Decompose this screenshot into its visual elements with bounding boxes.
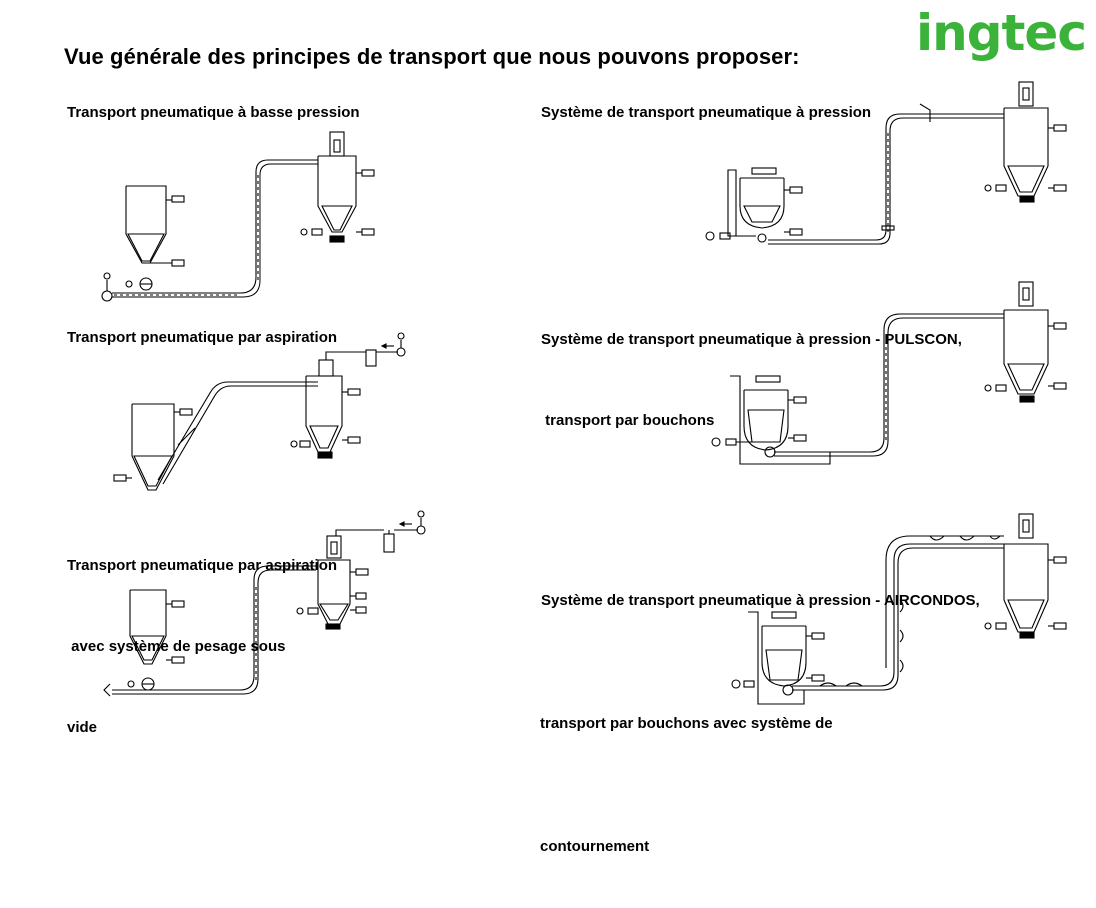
feed-silo-weighing — [103, 589, 185, 697]
label-low-pressure-line-1: Transport pneumatique à basse pression — [67, 104, 360, 121]
diagram-pulscon — [711, 281, 1067, 465]
rotary-valve — [101, 272, 153, 302]
label-aspiration-weighing-line-1: Transport pneumatique par aspiration — [67, 557, 338, 574]
label-aspiration: Transport pneumatique par aspiration — [67, 324, 337, 351]
label-pressure-system: Système de transport pneumatique à press… — [541, 99, 871, 126]
pulscon-vessel — [711, 375, 831, 465]
ingtec-logo: ingtec — [916, 4, 1087, 62]
label-low-pressure: Transport pneumatique à basse pression — [67, 99, 360, 126]
receiving-silo — [300, 131, 375, 243]
suction-pipe-weighing — [112, 565, 316, 691]
label-pressure-system-line-1: Système de transport pneumatique à press… — [541, 104, 872, 121]
pressure-pipe — [768, 113, 1004, 241]
diagram-pressure-system — [705, 81, 1067, 245]
bypass-line — [885, 535, 1004, 668]
pressure-vessel — [705, 167, 803, 243]
label-pulscon: Système de transport pneumatique à press… — [541, 272, 962, 461]
diagram-low-pressure — [101, 131, 375, 302]
conveying-pipe — [112, 159, 318, 294]
weighing-receiver — [296, 510, 426, 630]
receiving-silo-aspiration — [290, 332, 406, 459]
suction-pipe — [157, 381, 318, 481]
receiving-silo-pressure — [984, 81, 1067, 203]
diagram-aspiration-weighing — [103, 510, 426, 697]
diagram-aircondos — [731, 513, 1067, 705]
schematic-drawings — [101, 81, 1067, 705]
receiving-silo-aircondos — [984, 513, 1067, 639]
label-aspiration-line-1: Transport pneumatique par aspiration — [67, 329, 338, 346]
label-aircondos-line-1: Système de transport pneumatique à press… — [541, 592, 980, 609]
feed-silo-aspiration — [113, 403, 193, 491]
feed-silo — [125, 185, 185, 267]
label-aspiration-weighing: Transport pneumatique par aspiration ave… — [67, 498, 337, 768]
aircondos-pipe — [792, 543, 1004, 687]
label-aspiration-weighing-line-2: avec système de pesage sous — [67, 638, 286, 655]
page-title: Vue générale des principes de transport … — [64, 44, 800, 69]
aircondos-vessel — [731, 611, 825, 705]
receiving-silo-pulscon — [984, 281, 1067, 403]
label-aircondos-line-3: contournement — [540, 838, 650, 855]
label-pulscon-line-1: Système de transport pneumatique à press… — [541, 331, 962, 348]
pulscon-pipe — [774, 313, 1004, 453]
diagram-aspiration — [113, 332, 406, 491]
label-pulscon-line-2: transport par bouchons — [541, 412, 715, 429]
